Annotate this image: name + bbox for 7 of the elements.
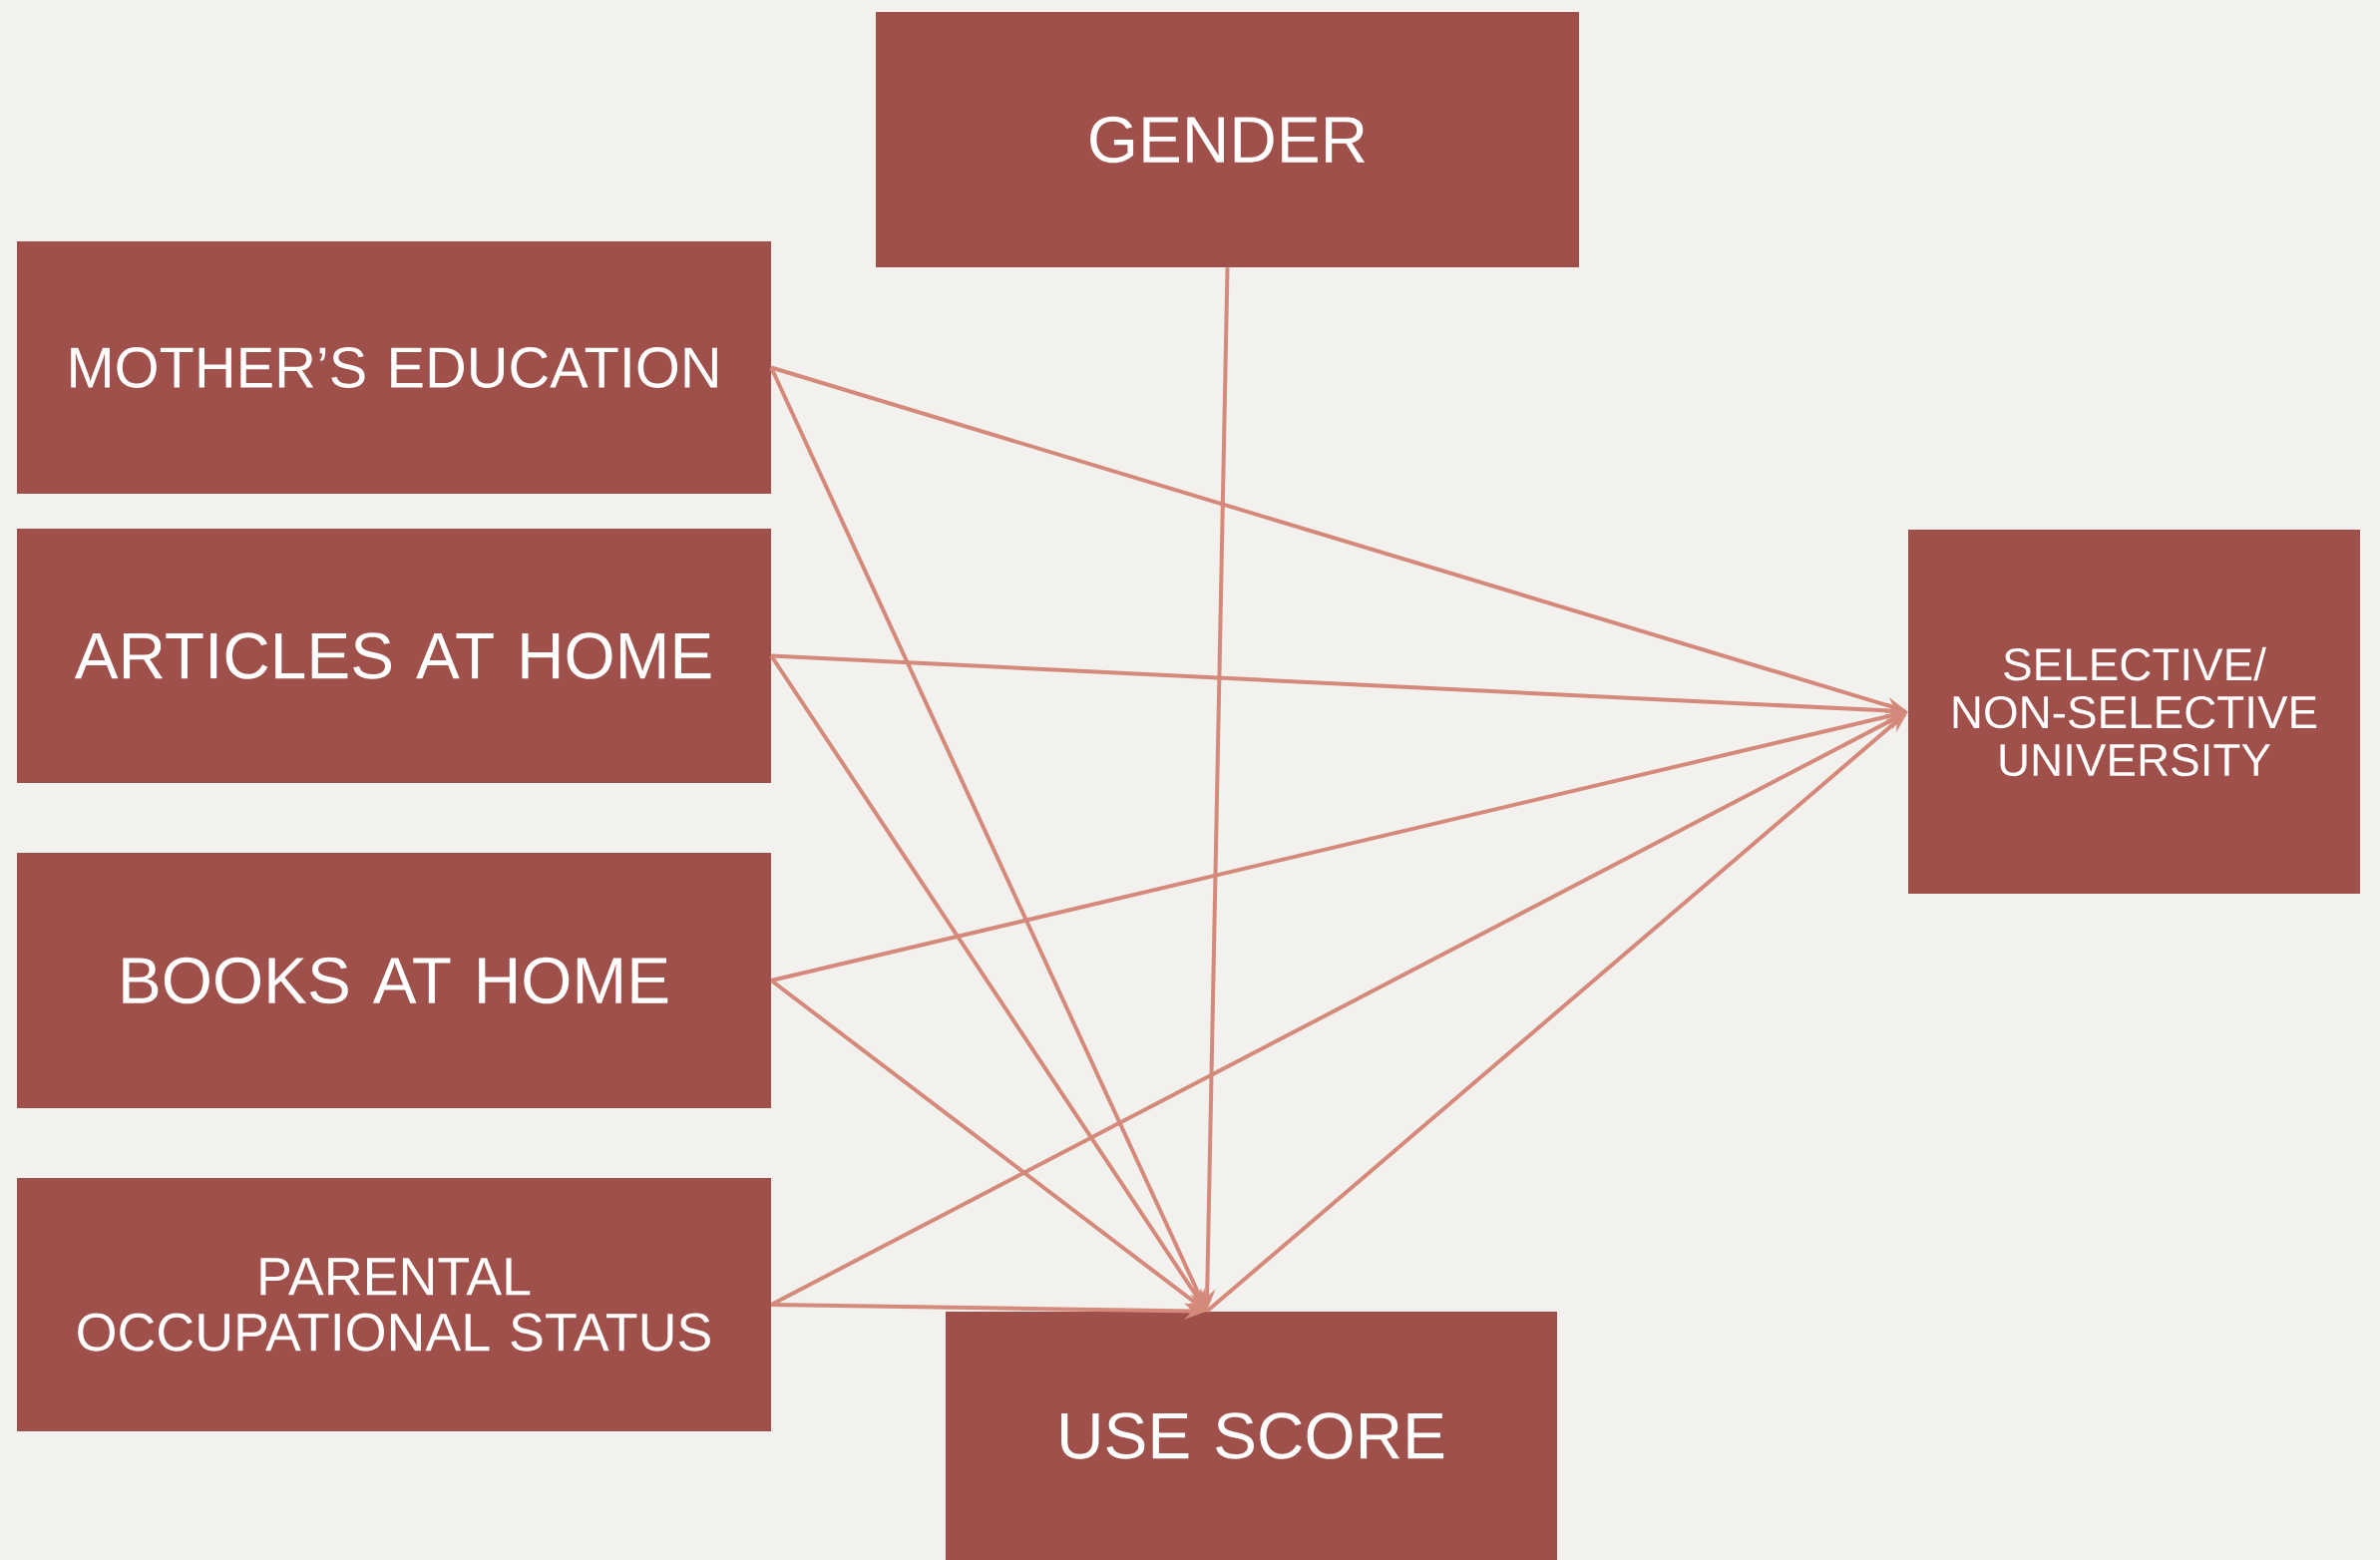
variable-box: MOTHER’S EDUCATION — [17, 241, 771, 494]
variable-box: BOOKS AT HOME — [17, 853, 771, 1108]
variable-box: ARTICLES AT HOME — [17, 529, 771, 783]
variable-box: SELECTIVE/ NON-SELECTIVE UNIVERSITY — [1908, 530, 2360, 894]
variable-box: PARENTAL OCCUPATIONAL STATUS — [17, 1178, 771, 1431]
variable-box: USE SCORE — [946, 1312, 1557, 1560]
variable-box: GENDER — [876, 12, 1579, 267]
